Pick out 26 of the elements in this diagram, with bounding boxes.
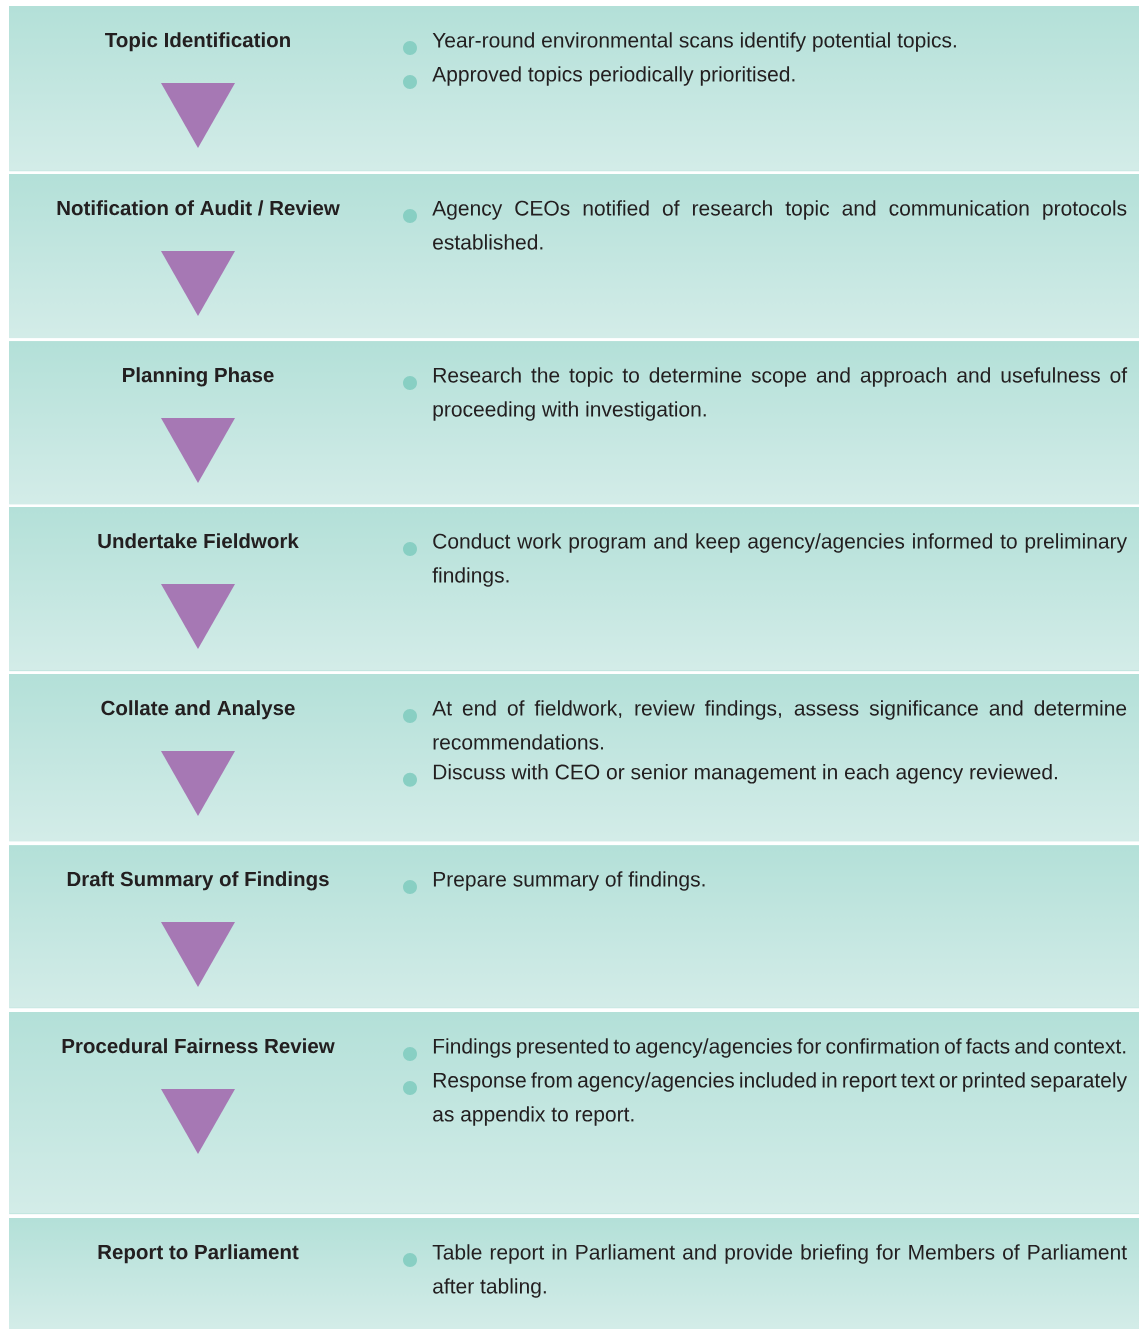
stage-heading: Collate and Analyse: [101, 700, 295, 720]
down-triangle: [161, 751, 235, 816]
down-triangle: [161, 584, 235, 649]
bullet-text: Findings presented to agency/agencies for confirmation of facts and context.: [433, 1038, 1126, 1058]
down-triangle: [161, 922, 235, 987]
stage-heading: Undertake Fieldwork: [98, 533, 299, 549]
stage-heading: Planning Phase: [123, 367, 274, 387]
stage-heading: Procedural Fairness Review: [62, 1038, 335, 1054]
down-triangle: [161, 251, 235, 316]
down-triangle: [161, 1089, 235, 1154]
bullet-text: Prepare summary of findings.: [433, 871, 705, 891]
bullet-text: Agency CEOs notified of research topic and communication protocols established.: [432, 200, 1127, 250]
bullet-text: Discuss with CEO or senior management in each agency reviewed.: [433, 764, 1057, 784]
down-triangle: [161, 418, 235, 483]
stage-heading: Notification of Audit / Review: [57, 200, 340, 216]
bullet-text: Response from agency/agencies included in report text or printed separately as appendix to report.: [433, 1072, 1127, 1126]
stage-heading: Report to Parliament: [98, 1244, 299, 1264]
bullet-text: Table report in Parliament and provide briefing for Members of Parliament after tabling.: [432, 1244, 1127, 1298]
bullet-text: Research the topic to determine scope and approach and usefulness of proceeding with investigation.: [433, 367, 1128, 421]
down-triangle: [161, 83, 235, 148]
bullet-text: Year-round environmental scans identify potential topics.: [432, 32, 956, 52]
stage-heading: Draft Summary of Findings: [67, 871, 329, 891]
bullet-text: Approved topics periodically prioritised.: [432, 66, 795, 86]
bullet-text: Conduct work program and keep agency/agencies informed to preliminary findings.: [432, 533, 1127, 587]
bullet-text: At end of fieldwork, review findings, assess significance and determine recommendations.: [432, 700, 1127, 750]
stage-heading: Topic Identification: [105, 32, 290, 52]
